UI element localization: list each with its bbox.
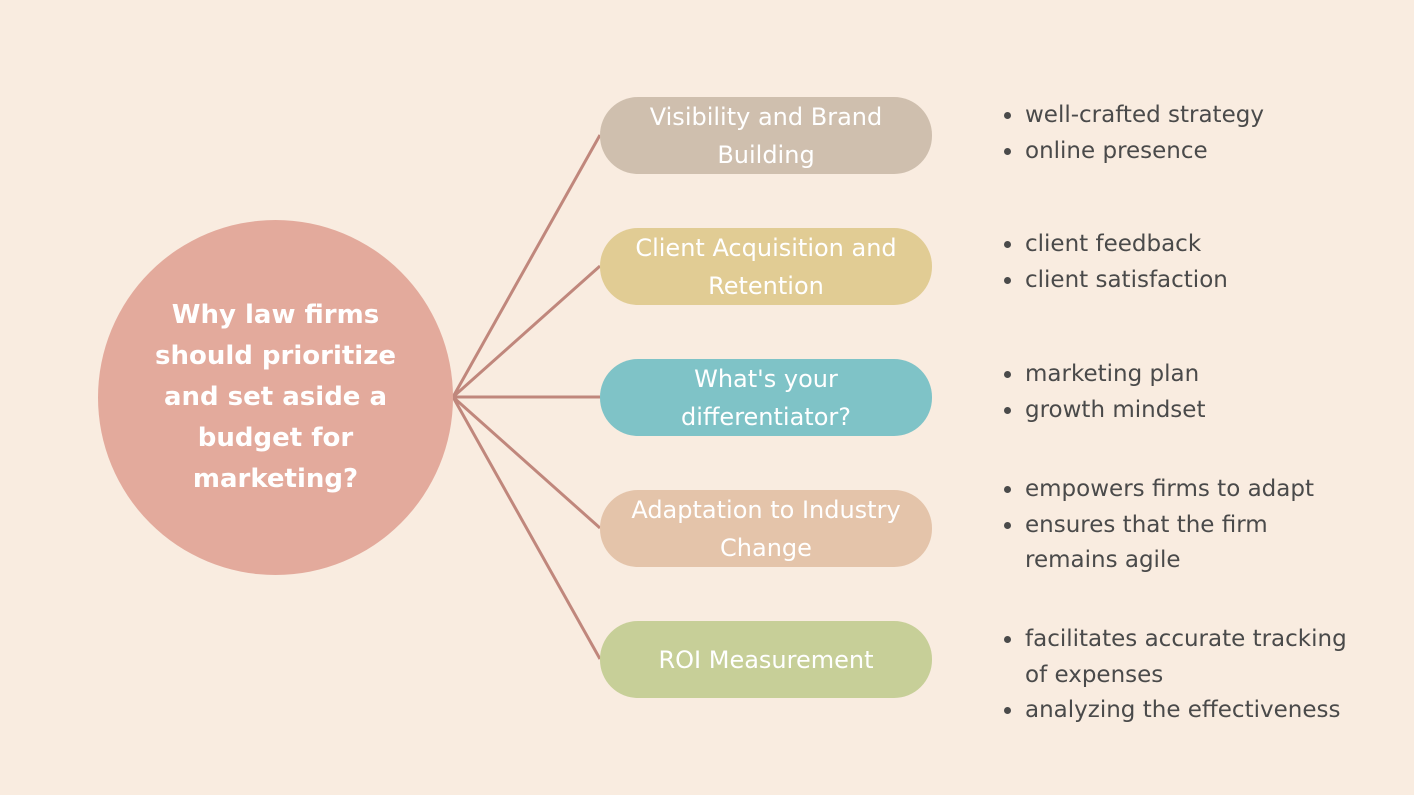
branch-pill-visibility: Visibility and Brand Building	[600, 97, 932, 174]
branch-pill-differentiator: What's your differentiator?	[600, 359, 932, 436]
branch-label-differentiator: What's your differentiator?	[680, 364, 851, 431]
bullet-item: ensures that the firm remains agile	[1000, 508, 1290, 579]
bullet-item: client satisfaction	[1000, 263, 1400, 299]
bullet-list-adaptation: empowers firms to adapt ensures that the…	[1000, 472, 1400, 579]
connector-line-client-acquisition	[452, 264, 601, 399]
branch-pill-adaptation: Adaptation to Industry Change	[600, 490, 932, 567]
connector-line-adaptation	[452, 395, 601, 530]
branch-label-visibility: Visibility and Brand Building	[649, 102, 883, 169]
branch-label-client-acquisition: Client Acquisition and Retention	[635, 233, 897, 300]
bullet-item: client feedback	[1000, 227, 1400, 263]
bullet-item: empowers firms to adapt	[1000, 472, 1400, 508]
bullet-item: well-crafted strategy	[1000, 98, 1400, 134]
branch-label-roi: ROI Measurement	[658, 645, 874, 674]
bullet-item: online presence	[1000, 134, 1400, 170]
central-question-text: Why law firms should prioritize and set …	[155, 300, 396, 494]
bullet-item: analyzing the effectiveness	[1000, 693, 1400, 729]
bullet-list-client-acquisition: client feedback client satisfaction	[1000, 227, 1400, 298]
bullet-list-visibility: well-crafted strategy online presence	[1000, 98, 1400, 169]
bullet-item: facilitates accurate tracking of expense…	[1000, 622, 1370, 693]
central-question-circle: Why law firms should prioritize and set …	[98, 220, 453, 575]
branch-label-adaptation: Adaptation to Industry Change	[631, 495, 901, 562]
bullet-list-differentiator: marketing plan growth mindset	[1000, 357, 1400, 428]
bullet-list-roi: facilitates accurate tracking of expense…	[1000, 622, 1400, 729]
branch-pill-client-acquisition: Client Acquisition and Retention	[600, 228, 932, 305]
branch-pill-roi: ROI Measurement	[600, 621, 932, 698]
connector-line-visibility	[451, 134, 602, 398]
bullet-item: marketing plan	[1000, 357, 1400, 393]
bullet-item: growth mindset	[1000, 393, 1400, 429]
connector-line-roi	[451, 396, 602, 660]
